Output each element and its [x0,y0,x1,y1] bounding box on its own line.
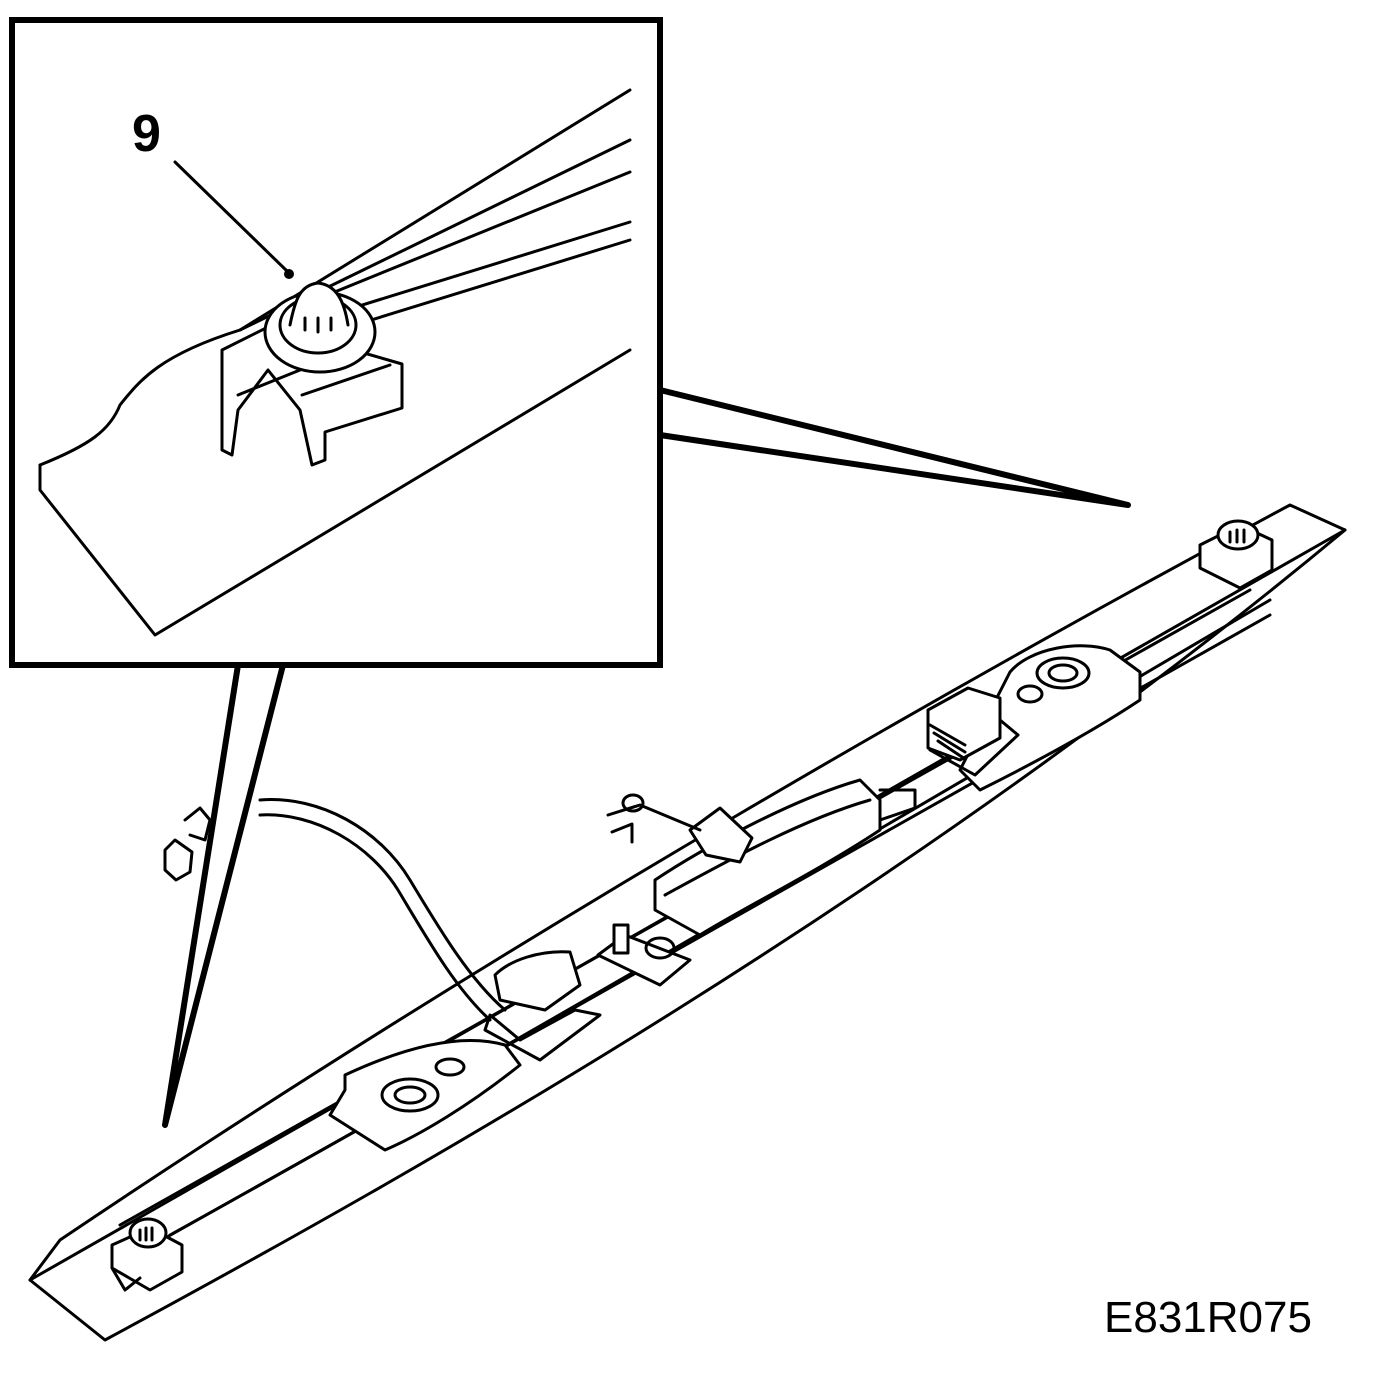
figure-id-label: E831R075 [1104,1293,1312,1342]
rail-clip-left [110,1217,184,1292]
rail-clip-right [1198,519,1274,590]
mounting-plate-right [958,644,1142,792]
lever-tab [606,793,702,844]
mounting-plate-left [328,1038,522,1152]
connector-right [926,686,1020,777]
detached-clip [163,806,212,882]
connector-left [258,798,602,1062]
callout-label-9: 9 [132,105,161,163]
callout-leader [173,160,294,279]
magnifier-wedge-right [659,387,1131,508]
detail-box [9,17,663,668]
stud-washer [596,923,692,987]
switch-housing [653,778,917,937]
magnifier-wedge-left [162,664,286,1128]
